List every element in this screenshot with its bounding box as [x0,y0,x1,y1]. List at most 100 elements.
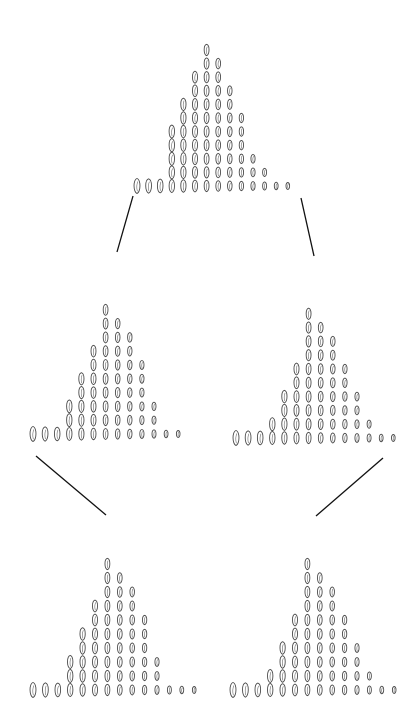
seed-icon [104,627,111,641]
seed-column [317,321,324,444]
seed-column [180,97,187,193]
seed-icon [330,432,336,444]
seed-icon [168,165,175,180]
seed-icon [180,124,187,139]
seed-icon [281,417,288,431]
seed-icon [104,641,111,655]
seed-icon [238,140,245,151]
seed-column [267,668,274,698]
seed-icon [341,656,348,668]
seed-icon [317,432,324,444]
seed-icon [67,654,74,670]
seed-icon [293,431,300,445]
seed-icon [180,138,187,152]
seed-icon [378,433,384,443]
seed-icon [102,428,109,440]
seed-icon [317,614,323,626]
seed-column [227,85,233,192]
seed-icon [293,417,300,431]
seed-icon [330,335,336,347]
seed-icon [114,414,121,426]
seed-column [293,362,300,445]
seed-icon [304,599,311,613]
seed-column [391,434,396,442]
seed-icon [141,684,148,696]
seed-icon [102,303,109,316]
seed-column [156,178,164,194]
seed-icon [281,403,288,418]
seed-icon [292,627,298,641]
seed-icon [127,387,133,398]
seed-icon [215,57,221,70]
seed-icon [238,153,245,165]
seed-icon [330,349,336,361]
seed-icon [342,363,348,375]
seed-icon [391,434,396,442]
seed-icon [79,683,86,697]
seed-icon [151,401,157,412]
seed-column [391,686,397,694]
seed-icon [129,642,135,654]
seed-icon [102,372,109,385]
seed-icon [192,111,198,125]
generation-3-left-histogram [29,557,197,698]
seed-icon [92,641,98,655]
seed-icon [145,178,152,194]
seed-icon [203,139,210,152]
seed-column [191,686,197,694]
connector-line-generation-2-left-to-generation-3-left [35,455,107,516]
seed-icon [154,671,160,681]
seed-icon [203,166,210,179]
seed-icon [191,686,197,694]
seed-column [342,363,348,444]
seed-icon [129,628,135,640]
seed-icon [305,349,312,362]
seed-icon [78,399,85,414]
seed-icon [67,682,74,698]
seed-icon [66,413,73,428]
seed-icon [269,417,276,432]
seed-icon [180,97,187,112]
seed-icon [117,572,123,584]
seed-icon [269,430,276,446]
seed-icon [139,401,145,412]
seed-icon [117,684,123,696]
seed-icon [391,686,397,694]
seed-icon [366,433,372,443]
seed-icon [292,669,298,683]
seed-column [166,685,172,695]
seed-icon [192,97,198,111]
seed-icon [117,600,123,612]
seed-icon [304,571,311,585]
seed-icon [104,613,111,627]
seed-icon [129,656,135,668]
seed-icon [102,345,109,358]
seed-icon [267,682,274,698]
seed-column [139,360,145,439]
seed-icon [92,655,98,669]
seed-icon [90,386,97,399]
seed-icon [238,180,245,192]
seed-icon [29,426,37,442]
seed-column [305,307,312,445]
seed-icon [227,85,233,97]
seed-icon [203,71,210,84]
seed-icon [104,655,111,669]
seed-icon [317,642,323,654]
seed-icon [329,656,335,668]
seed-icon [329,586,335,598]
seed-icon [114,331,121,344]
seed-icon [229,682,237,698]
seed-icon [154,657,160,667]
seed-icon [117,656,123,668]
seed-icon [304,627,311,641]
seed-icon [129,586,135,598]
seed-column [168,124,175,194]
seed-icon [117,670,123,682]
seed-icon [79,641,86,655]
seed-icon [354,391,360,402]
seed-icon [317,628,323,640]
seed-column [104,557,111,697]
seed-icon [329,600,335,612]
seed-icon [151,429,157,439]
